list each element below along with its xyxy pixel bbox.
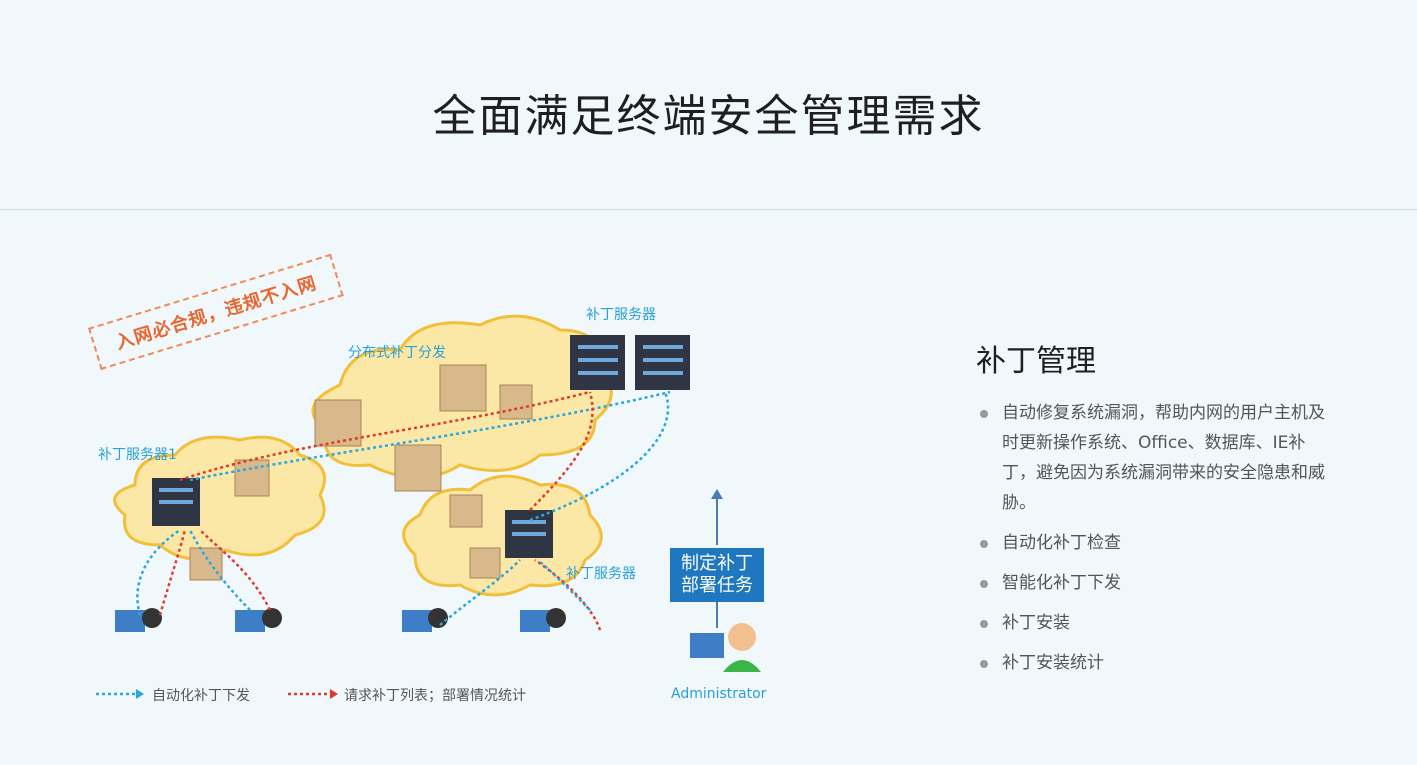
list-item: 智能化补丁下发 xyxy=(976,568,1336,598)
task-box: 制定补丁 部署任务 xyxy=(670,548,764,602)
legend-blue-label: 自动化补丁下发 xyxy=(152,688,250,704)
bullet-icon xyxy=(980,580,988,588)
bullet-icon xyxy=(980,540,988,548)
section-title: 补丁管理 xyxy=(976,344,1096,379)
diagram-graphics xyxy=(96,314,761,699)
feature-list: 自动修复系统漏洞，帮助内网的用户主机及时更新操作系统、Office、数据库、IE… xyxy=(976,398,1336,678)
distributed-label: 分布式补丁分发 xyxy=(348,345,446,361)
bullet-icon xyxy=(980,410,988,418)
package-icon xyxy=(189,364,533,581)
list-item: 自动修复系统漏洞，帮助内网的用户主机及时更新操作系统、Office、数据库、IE… xyxy=(976,398,1336,518)
list-item: 补丁安装统计 xyxy=(976,648,1336,678)
list-item: 补丁安装 xyxy=(976,608,1336,638)
server1-label: 补丁服务器1 xyxy=(98,447,177,463)
feature-section: 补丁管理 自动修复系统漏洞，帮助内网的用户主机及时更新操作系统、Office、数… xyxy=(976,336,1336,688)
task-line2: 部署任务 xyxy=(681,575,753,596)
task-line1: 制定补丁 xyxy=(681,553,753,574)
legend-red-label: 请求补丁列表；部署情况统计 xyxy=(344,688,526,704)
cloud-shape xyxy=(113,314,613,597)
list-item: 自动化补丁检查 xyxy=(976,528,1336,558)
header-band: 全面满足终端安全管理需求 xyxy=(0,0,1417,210)
bullet-icon xyxy=(980,620,988,628)
server-right-label: 补丁服务器 xyxy=(566,566,636,582)
administrator-icon xyxy=(690,623,761,672)
bullet-icon xyxy=(980,660,988,668)
client-computer-icon xyxy=(115,608,566,632)
patch-diagram: 入网必合规，违规不入网 分布式补丁分发 补丁服务器 补丁服务器1 补丁服务器 制… xyxy=(80,253,800,720)
server-top-label: 补丁服务器 xyxy=(586,307,656,323)
admin-label: Administrator xyxy=(671,686,767,702)
page-title: 全面满足终端安全管理需求 xyxy=(432,91,985,142)
